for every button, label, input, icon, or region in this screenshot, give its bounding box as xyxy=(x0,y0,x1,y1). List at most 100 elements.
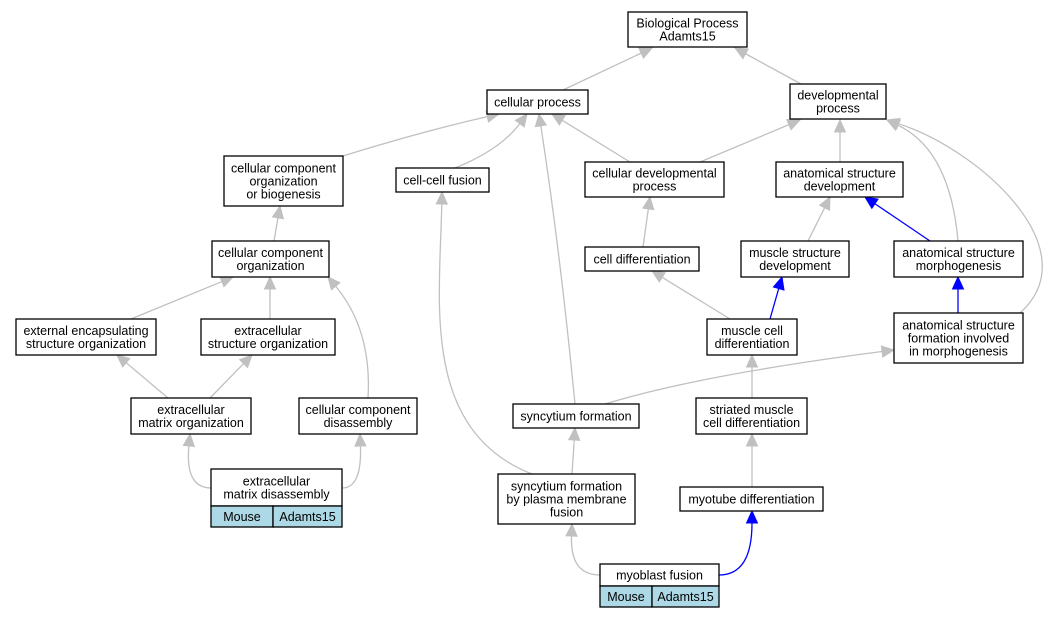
node-label-line: muscle structure xyxy=(749,246,841,260)
node-box xyxy=(584,246,700,272)
go-term-syncytium-formation[interactable]: syncytium formation xyxy=(512,403,640,429)
node-box xyxy=(584,161,725,198)
edge-anat_formation-to-developmental_process xyxy=(885,117,1043,314)
arrowhead xyxy=(642,195,655,211)
edge-cc_disassembly-to-cco xyxy=(327,276,370,399)
arrowhead xyxy=(271,204,285,220)
species-cell-label: Mouse xyxy=(607,590,645,604)
go-term-cell-diff[interactable]: cell differentiation xyxy=(584,246,700,272)
arrowhead xyxy=(327,276,341,291)
node-label-line: myoblast fusion xyxy=(616,569,703,583)
node-label-line: disassembly xyxy=(324,416,394,430)
node-label-line: cell differentiation xyxy=(593,253,690,267)
annotation-tag-myoblast-fusion[interactable]: Mouse Adamts15 xyxy=(599,585,720,608)
node-label-line: striated muscle xyxy=(709,403,793,417)
edge-syncytium_pm_fusion-to-syncytium_formation xyxy=(567,426,581,475)
edge-ecm_org-to-ext_encap xyxy=(116,354,169,399)
node-label-line: anatomical structure xyxy=(902,319,1015,333)
edge-muscle_cell_diff-to-muscle_struct_dev xyxy=(769,275,785,320)
arrowhead xyxy=(435,190,449,205)
arrowhead xyxy=(219,275,235,288)
node-box xyxy=(893,312,1024,364)
go-term-cell-cell-fusion[interactable]: cell-cell fusion xyxy=(395,167,490,193)
node-label-line: cell-cell fusion xyxy=(403,174,482,188)
node-box xyxy=(706,318,798,356)
node-label-line: cellular component xyxy=(306,403,411,417)
edge-cell_cell_fusion-to-cellular_process xyxy=(454,113,528,169)
edge-myoblast_fusion-to-myotube_diff xyxy=(718,509,759,576)
node-label-line: cellular component xyxy=(218,246,323,260)
edge-syncytium_pm_fusion-to-cell_cell_fusion xyxy=(435,190,533,475)
go-term-cellular-process[interactable]: cellular process xyxy=(486,89,589,115)
arrowhead xyxy=(818,195,831,211)
node-label-line: muscle cell xyxy=(721,324,783,338)
node-label-line: process xyxy=(816,102,860,116)
arrowhead xyxy=(263,275,277,290)
node-label-line: cellular component xyxy=(231,162,336,176)
edge-syncytium_formation-to-anat_formation xyxy=(604,345,896,405)
node-label-line: myotube differentiation xyxy=(688,493,814,507)
gene-cell-label: Adamts15 xyxy=(657,590,713,604)
arrowhead xyxy=(745,432,759,447)
annotation-tag-ecm-disassembly[interactable]: Mouse Adamts15 xyxy=(210,505,343,528)
node-box xyxy=(789,83,887,120)
go-term-myotube-diff[interactable]: myotube differentiation xyxy=(679,486,824,512)
edge-myoblast_fusion-to-syncytium_pm_fusion xyxy=(565,522,601,576)
edge-cell_diff-to-cellular_dev_process xyxy=(642,195,655,248)
arrowhead xyxy=(354,432,367,447)
arrowhead xyxy=(733,47,749,60)
node-label-line: cellular developmental xyxy=(592,167,716,181)
edge-muscle_cell_diff-to-cell_diff xyxy=(650,270,731,320)
node-label-line: developmental xyxy=(797,89,878,103)
arrowhead xyxy=(951,275,965,290)
node-label-line: organization xyxy=(236,259,304,273)
arrowhead xyxy=(534,112,548,128)
node-label-line: syncytium formation xyxy=(520,410,631,424)
node-box xyxy=(497,473,636,525)
arrowhead xyxy=(116,354,131,368)
arrowhead xyxy=(514,113,528,128)
arrowhead xyxy=(786,119,802,131)
edge-anat_formation-to-anat_morph xyxy=(951,275,965,313)
node-box xyxy=(15,318,157,356)
node-label-line: morphogenesis xyxy=(916,259,1001,273)
edge-cellular_process-to-bp xyxy=(562,47,654,91)
arrowhead xyxy=(182,432,196,448)
arrowhead xyxy=(864,196,879,210)
arrowhead xyxy=(238,354,253,369)
go-term-myoblast-fusion[interactable]: myoblast fusion xyxy=(599,563,720,587)
node-box xyxy=(775,161,904,198)
node-box xyxy=(893,240,1024,278)
node-box xyxy=(395,167,490,193)
gene-cell-label: Adamts15 xyxy=(279,510,335,524)
node-label-line: in morphogenesis xyxy=(909,345,1008,359)
arrowhead xyxy=(772,275,785,291)
node-label-line: anatomical structure xyxy=(902,246,1015,260)
arrowhead xyxy=(880,345,896,358)
edge-ccob-to-cellular_process xyxy=(342,110,501,157)
node-label-line: structure organization xyxy=(26,337,146,351)
gene-cell xyxy=(272,505,343,528)
species-cell-label: Mouse xyxy=(223,510,261,524)
edge-striated_muscle-to-muscle_cell_diff xyxy=(745,353,759,398)
node-label-line: matrix organization xyxy=(138,416,244,430)
node-label-line: extracellular xyxy=(157,403,224,417)
arrowhead xyxy=(565,522,578,537)
